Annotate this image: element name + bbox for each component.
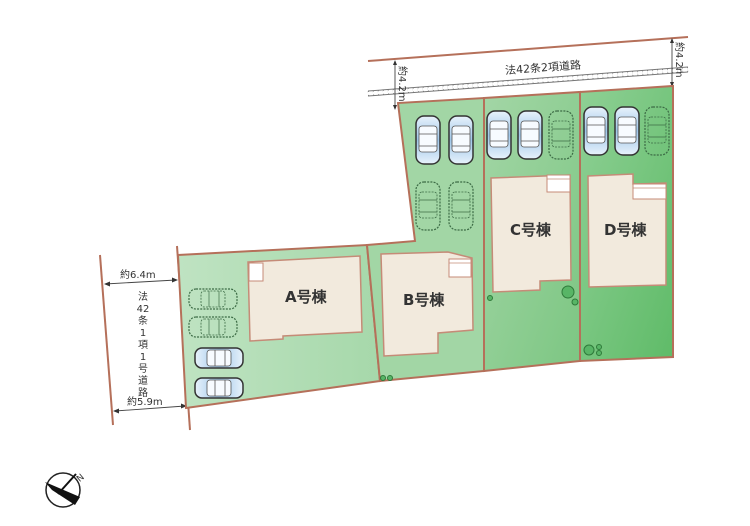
compass-north-label: N xyxy=(75,473,87,485)
svg-text:1: 1 xyxy=(140,352,146,363)
trees xyxy=(380,285,602,381)
building-c-label: C号棟 xyxy=(510,221,552,239)
west-road-label: 法 42 条 1 項 1 号 道 路 xyxy=(137,290,150,399)
building-a: A号棟 xyxy=(247,255,363,342)
north-road: 法42条2項道路 約4.2m 約4.2m xyxy=(367,36,689,110)
building-a-label: A号棟 xyxy=(285,288,328,306)
west-road: 約6.4m 約5.9m 法 42 条 1 項 1 号 道 路 xyxy=(99,245,191,431)
building-b: B号棟 xyxy=(380,251,474,357)
west-road-width-bottom: 約5.9m xyxy=(127,395,163,408)
building-d: D号棟 xyxy=(587,173,667,288)
svg-text:道: 道 xyxy=(138,374,148,387)
building-d-label: D号棟 xyxy=(604,221,647,239)
svg-text:号: 号 xyxy=(138,363,148,375)
north-road-width-left: 約4.2m xyxy=(396,66,409,102)
west-road-width-top: 約6.4m xyxy=(120,268,156,281)
svg-text:法: 法 xyxy=(138,290,148,303)
svg-text:42: 42 xyxy=(137,304,150,315)
svg-text:1: 1 xyxy=(140,328,146,339)
building-b-label: B号棟 xyxy=(403,291,445,309)
building-c: C号棟 xyxy=(490,174,572,293)
svg-text:路: 路 xyxy=(138,386,148,399)
svg-text:項: 項 xyxy=(138,339,148,351)
svg-text:条: 条 xyxy=(138,314,148,327)
north-road-width-right: 約4.2m xyxy=(673,42,686,78)
north-compass-icon: N xyxy=(45,472,87,508)
north-road-label: 法42条2項道路 xyxy=(505,58,582,78)
